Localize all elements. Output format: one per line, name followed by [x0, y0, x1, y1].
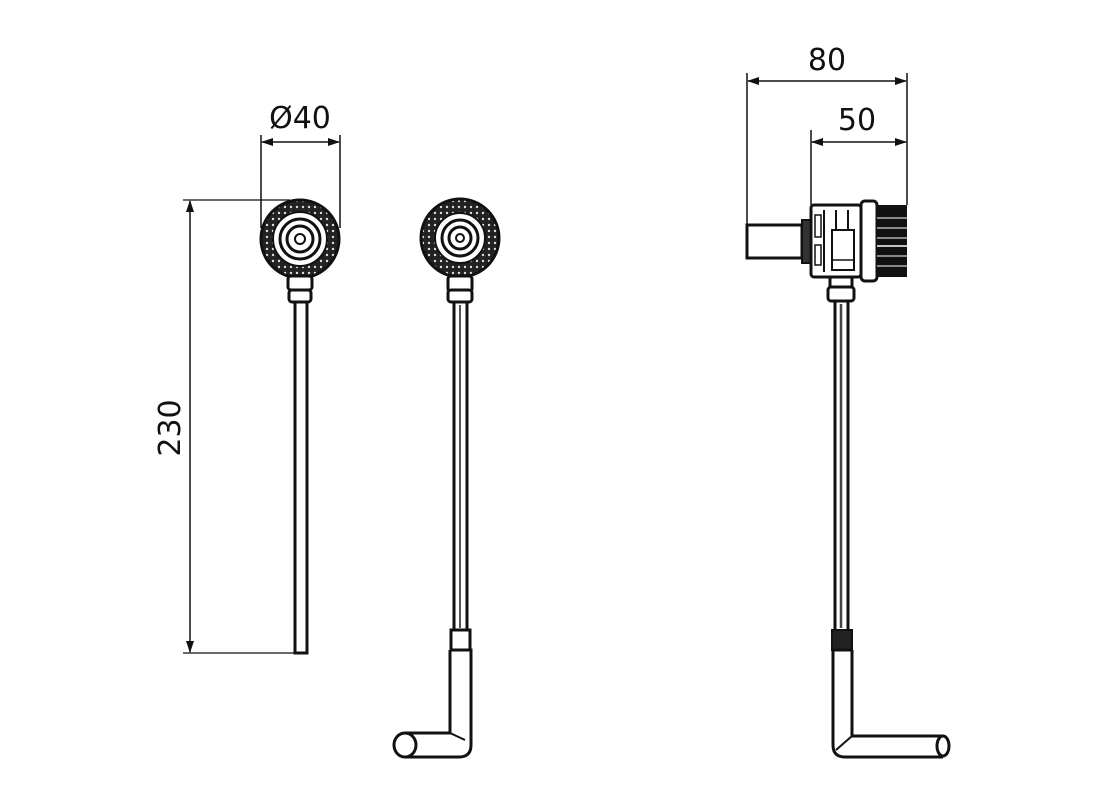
l-handle-side — [831, 648, 951, 759]
height-dimension: 230 — [153, 199, 300, 654]
coupling-side — [831, 629, 853, 651]
depth-total-dimension: 80 — [746, 43, 908, 258]
depth-total-label: 80 — [808, 43, 846, 78]
coupling-rear — [449, 628, 472, 652]
rod-side — [833, 299, 850, 633]
shower-head-front — [259, 198, 341, 280]
shower-head-side — [809, 199, 907, 283]
diameter-label: Ø40 — [269, 101, 331, 136]
front-view: Ø40 230 — [153, 101, 341, 655]
side-view: 80 50 — [745, 43, 951, 759]
depth-head-label: 50 — [838, 103, 876, 138]
depth-head-dimension: 50 — [810, 103, 907, 205]
rod-rear — [452, 300, 469, 632]
l-handle-rear — [392, 648, 473, 759]
nozzles — [877, 205, 907, 277]
rear-view — [392, 197, 501, 759]
shower-head-rear — [419, 197, 501, 279]
neck-front — [286, 274, 314, 304]
diameter-dimension: Ø40 — [260, 101, 341, 228]
wall-connector — [745, 223, 804, 260]
rod-front — [293, 300, 309, 655]
height-label: 230 — [153, 399, 188, 456]
